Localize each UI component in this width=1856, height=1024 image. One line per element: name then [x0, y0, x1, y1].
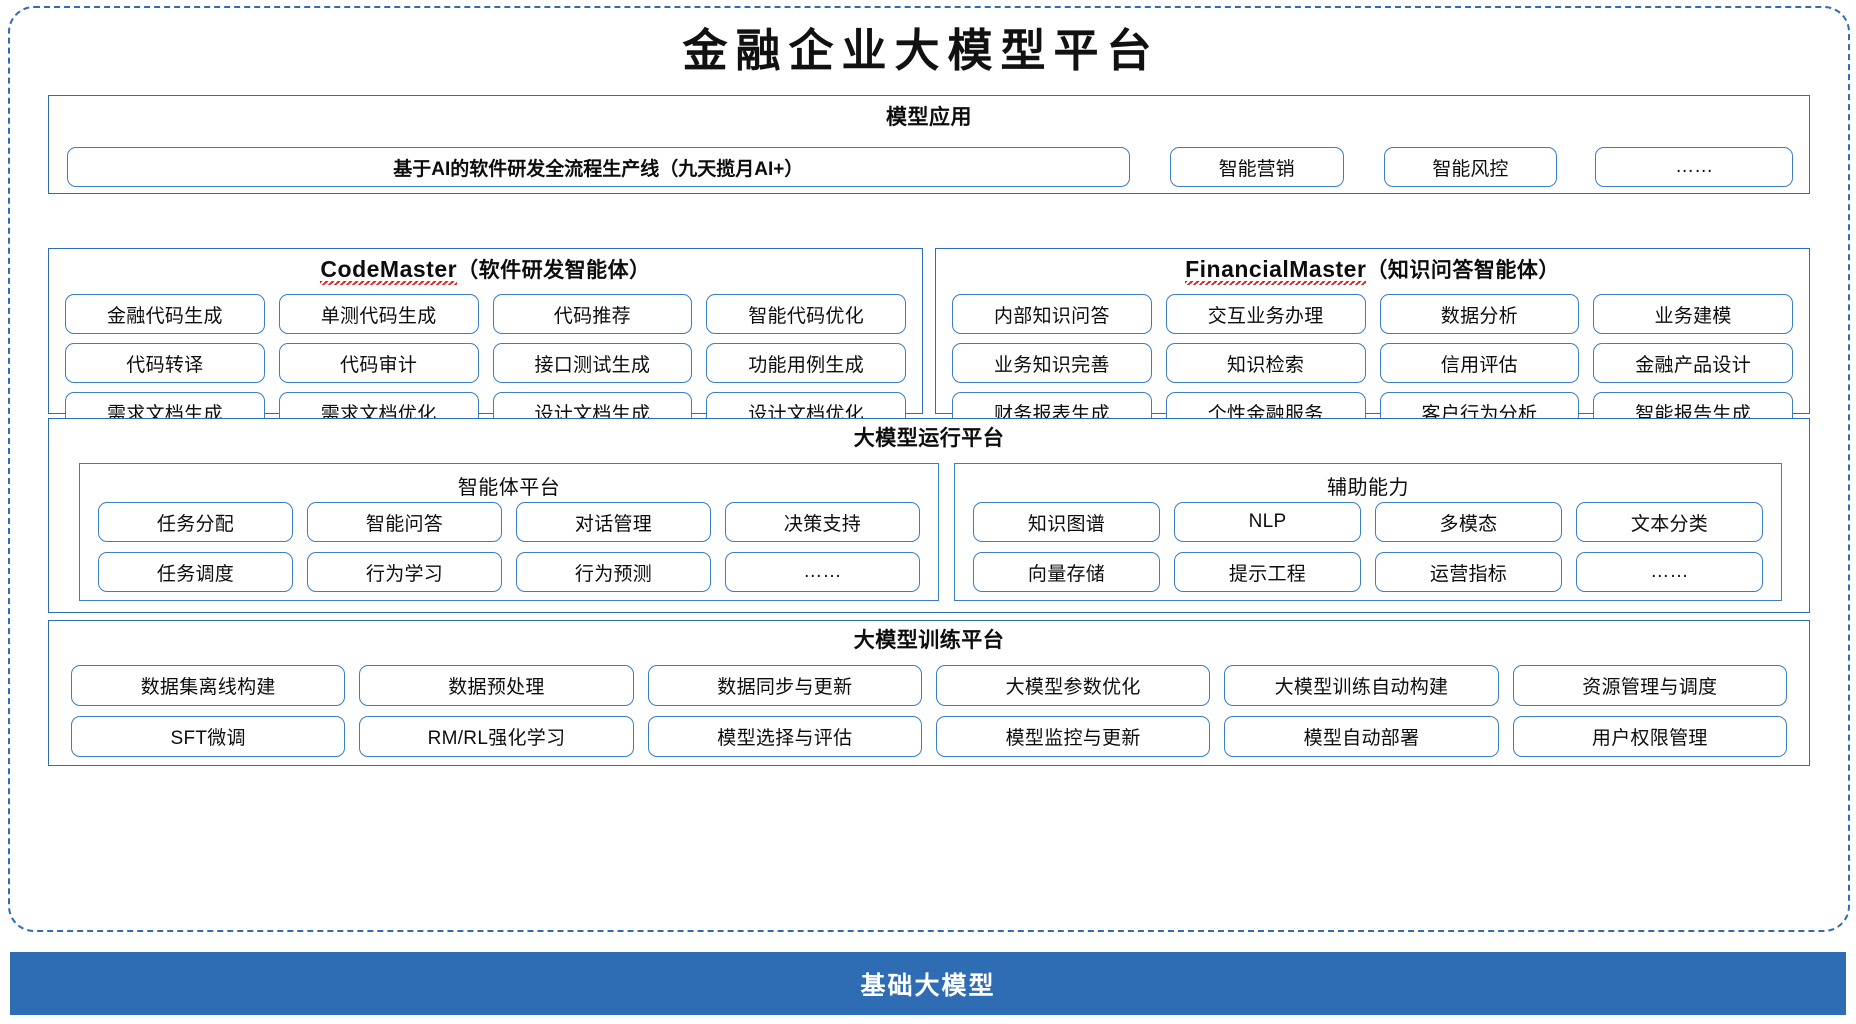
codemaster-row-1: 金融代码生成 单测代码生成 代码推荐 智能代码优化	[65, 294, 906, 334]
auxiliary-capability-item[interactable]: NLP	[1174, 502, 1361, 542]
agent-platform-row-2: 任务调度 行为学习 行为预测 ……	[98, 552, 920, 592]
agent-platform-item[interactable]: 任务分配	[98, 502, 293, 542]
training-platform-item[interactable]: 大模型训练自动构建	[1224, 665, 1499, 706]
codemaster-item[interactable]: 智能代码优化	[706, 294, 906, 334]
base-model-label: 基础大模型	[860, 971, 996, 1000]
codemaster-grid: 金融代码生成 单测代码生成 代码推荐 智能代码优化 代码转译 代码审计 接口测试…	[65, 294, 906, 432]
agent-platform-grid: 任务分配 智能问答 对话管理 决策支持 任务调度 行为学习 行为预测 ……	[98, 502, 920, 592]
financialmaster-item[interactable]: 信用评估	[1379, 343, 1580, 383]
training-platform-item[interactable]: 数据集离线构建	[71, 665, 346, 706]
model-application-panel: 模型应用 基于AI的软件研发全流程生产线（九天揽月AI+） 智能营销 智能风控 …	[48, 95, 1810, 194]
training-platform-title: 大模型训练平台	[853, 629, 1005, 652]
training-platform-row-1: 数据集离线构建 数据预处理 数据同步与更新 大模型参数优化 大模型训练自动构建 …	[71, 665, 1787, 706]
auxiliary-capability-item[interactable]: 向量存储	[973, 552, 1160, 592]
agent-platform-item[interactable]: 行为预测	[516, 552, 711, 592]
auxiliary-capability-subpanel: 辅助能力 知识图谱 NLP 多模态 文本分类 向量存储 提示工程 运营指标 ……	[954, 463, 1782, 601]
base-model-bar: 基础大模型	[10, 952, 1846, 1015]
codemaster-name-cn: （软件研发智能体）	[457, 259, 651, 282]
financialmaster-name-cn: （知识问答智能体）	[1366, 259, 1560, 282]
codemaster-item[interactable]: 代码推荐	[492, 294, 693, 334]
codemaster-title: CodeMaster（软件研发智能体）	[49, 256, 922, 285]
training-platform-item[interactable]: 模型自动部署	[1224, 716, 1499, 757]
training-platform-item[interactable]: 数据预处理	[359, 665, 634, 706]
runtime-platform-panel: 大模型运行平台 智能体平台 任务分配 智能问答 对话管理 决策支持 任务调度 行…	[48, 418, 1810, 613]
agent-platform-subpanel: 智能体平台 任务分配 智能问答 对话管理 决策支持 任务调度 行为学习 行为预测…	[79, 463, 939, 601]
training-platform-item[interactable]: 模型监控与更新	[935, 716, 1211, 757]
agent-platform-item[interactable]: 智能问答	[307, 502, 502, 542]
auxiliary-capability-item-more[interactable]: ……	[1576, 552, 1763, 592]
model-application-row: 基于AI的软件研发全流程生产线（九天揽月AI+） 智能营销 智能风控 ……	[67, 147, 1793, 187]
agent-platform-item[interactable]: 对话管理	[516, 502, 711, 542]
codemaster-item[interactable]: 单测代码生成	[278, 294, 479, 334]
training-platform-item[interactable]: 资源管理与调度	[1512, 665, 1787, 706]
financialmaster-row-2: 业务知识完善 知识检索 信用评估 金融产品设计	[952, 343, 1793, 383]
auxiliary-capability-item[interactable]: 文本分类	[1576, 502, 1763, 542]
agent-platform-item-more[interactable]: ……	[725, 552, 920, 592]
financialmaster-item[interactable]: 业务知识完善	[952, 343, 1152, 383]
financialmaster-title: FinancialMaster（知识问答智能体）	[936, 256, 1809, 285]
app-item-marketing[interactable]: 智能营销	[1169, 147, 1344, 187]
auxiliary-capability-item[interactable]: 提示工程	[1174, 552, 1361, 592]
model-application-title: 模型应用	[886, 106, 972, 129]
auxiliary-capability-row-1: 知识图谱 NLP 多模态 文本分类	[973, 502, 1763, 542]
codemaster-item[interactable]: 代码转译	[65, 343, 265, 383]
codemaster-panel: CodeMaster（软件研发智能体） 金融代码生成 单测代码生成 代码推荐 智…	[48, 248, 923, 432]
runtime-platform-title: 大模型运行平台	[853, 427, 1005, 450]
financialmaster-row-1: 内部知识问答 交互业务办理 数据分析 业务建模	[952, 294, 1793, 334]
financialmaster-item[interactable]: 数据分析	[1379, 294, 1580, 334]
codemaster-item[interactable]: 金融代码生成	[65, 294, 265, 334]
auxiliary-capability-item[interactable]: 多模态	[1375, 502, 1562, 542]
agent-platform-item[interactable]: 决策支持	[725, 502, 920, 542]
app-item-pipeline[interactable]: 基于AI的软件研发全流程生产线（九天揽月AI+）	[67, 147, 1130, 187]
codemaster-item[interactable]: 接口测试生成	[492, 343, 693, 383]
training-platform-item[interactable]: 模型选择与评估	[647, 716, 922, 757]
training-platform-grid: 数据集离线构建 数据预处理 数据同步与更新 大模型参数优化 大模型训练自动构建 …	[71, 665, 1787, 757]
app-item-risk-control[interactable]: 智能风控	[1383, 147, 1558, 187]
auxiliary-capability-grid: 知识图谱 NLP 多模态 文本分类 向量存储 提示工程 运营指标 ……	[973, 502, 1763, 592]
agent-platform-title: 智能体平台	[457, 477, 561, 499]
financialmaster-name-en: FinancialMaster	[1185, 256, 1367, 285]
financialmaster-item[interactable]: 金融产品设计	[1593, 343, 1793, 383]
training-platform-row-2: SFT微调 RM/RL强化学习 模型选择与评估 模型监控与更新 模型自动部署 用…	[71, 716, 1787, 757]
auxiliary-capability-title: 辅助能力	[1327, 477, 1409, 499]
auxiliary-capability-row-2: 向量存储 提示工程 运营指标 ……	[973, 552, 1763, 592]
financialmaster-item[interactable]: 业务建模	[1593, 294, 1793, 334]
training-platform-item[interactable]: SFT微调	[71, 716, 346, 757]
financialmaster-item[interactable]: 交互业务办理	[1165, 294, 1366, 334]
codemaster-row-2: 代码转译 代码审计 接口测试生成 功能用例生成	[65, 343, 906, 383]
codemaster-name-en: CodeMaster	[320, 256, 458, 285]
financialmaster-panel: FinancialMaster（知识问答智能体） 内部知识问答 交互业务办理 数…	[935, 248, 1810, 432]
auxiliary-capability-item[interactable]: 知识图谱	[973, 502, 1160, 542]
codemaster-item[interactable]: 功能用例生成	[706, 343, 906, 383]
agent-platform-item[interactable]: 任务调度	[98, 552, 293, 592]
training-platform-item[interactable]: RM/RL强化学习	[359, 716, 634, 757]
page-title: 金融企业大模型平台	[682, 26, 1160, 76]
training-platform-item[interactable]: 数据同步与更新	[647, 665, 922, 706]
auxiliary-capability-item[interactable]: 运营指标	[1375, 552, 1562, 592]
agent-platform-item[interactable]: 行为学习	[307, 552, 502, 592]
training-platform-item[interactable]: 用户权限管理	[1512, 716, 1787, 757]
app-item-more[interactable]: ……	[1595, 147, 1793, 187]
financialmaster-grid: 内部知识问答 交互业务办理 数据分析 业务建模 业务知识完善 知识检索 信用评估…	[952, 294, 1793, 432]
training-platform-panel: 大模型训练平台 数据集离线构建 数据预处理 数据同步与更新 大模型参数优化 大模…	[48, 620, 1810, 766]
financialmaster-item[interactable]: 内部知识问答	[952, 294, 1152, 334]
agent-platform-row-1: 任务分配 智能问答 对话管理 决策支持	[98, 502, 920, 542]
financialmaster-item[interactable]: 知识检索	[1165, 343, 1366, 383]
codemaster-item[interactable]: 代码审计	[278, 343, 479, 383]
training-platform-item[interactable]: 大模型参数优化	[935, 665, 1211, 706]
